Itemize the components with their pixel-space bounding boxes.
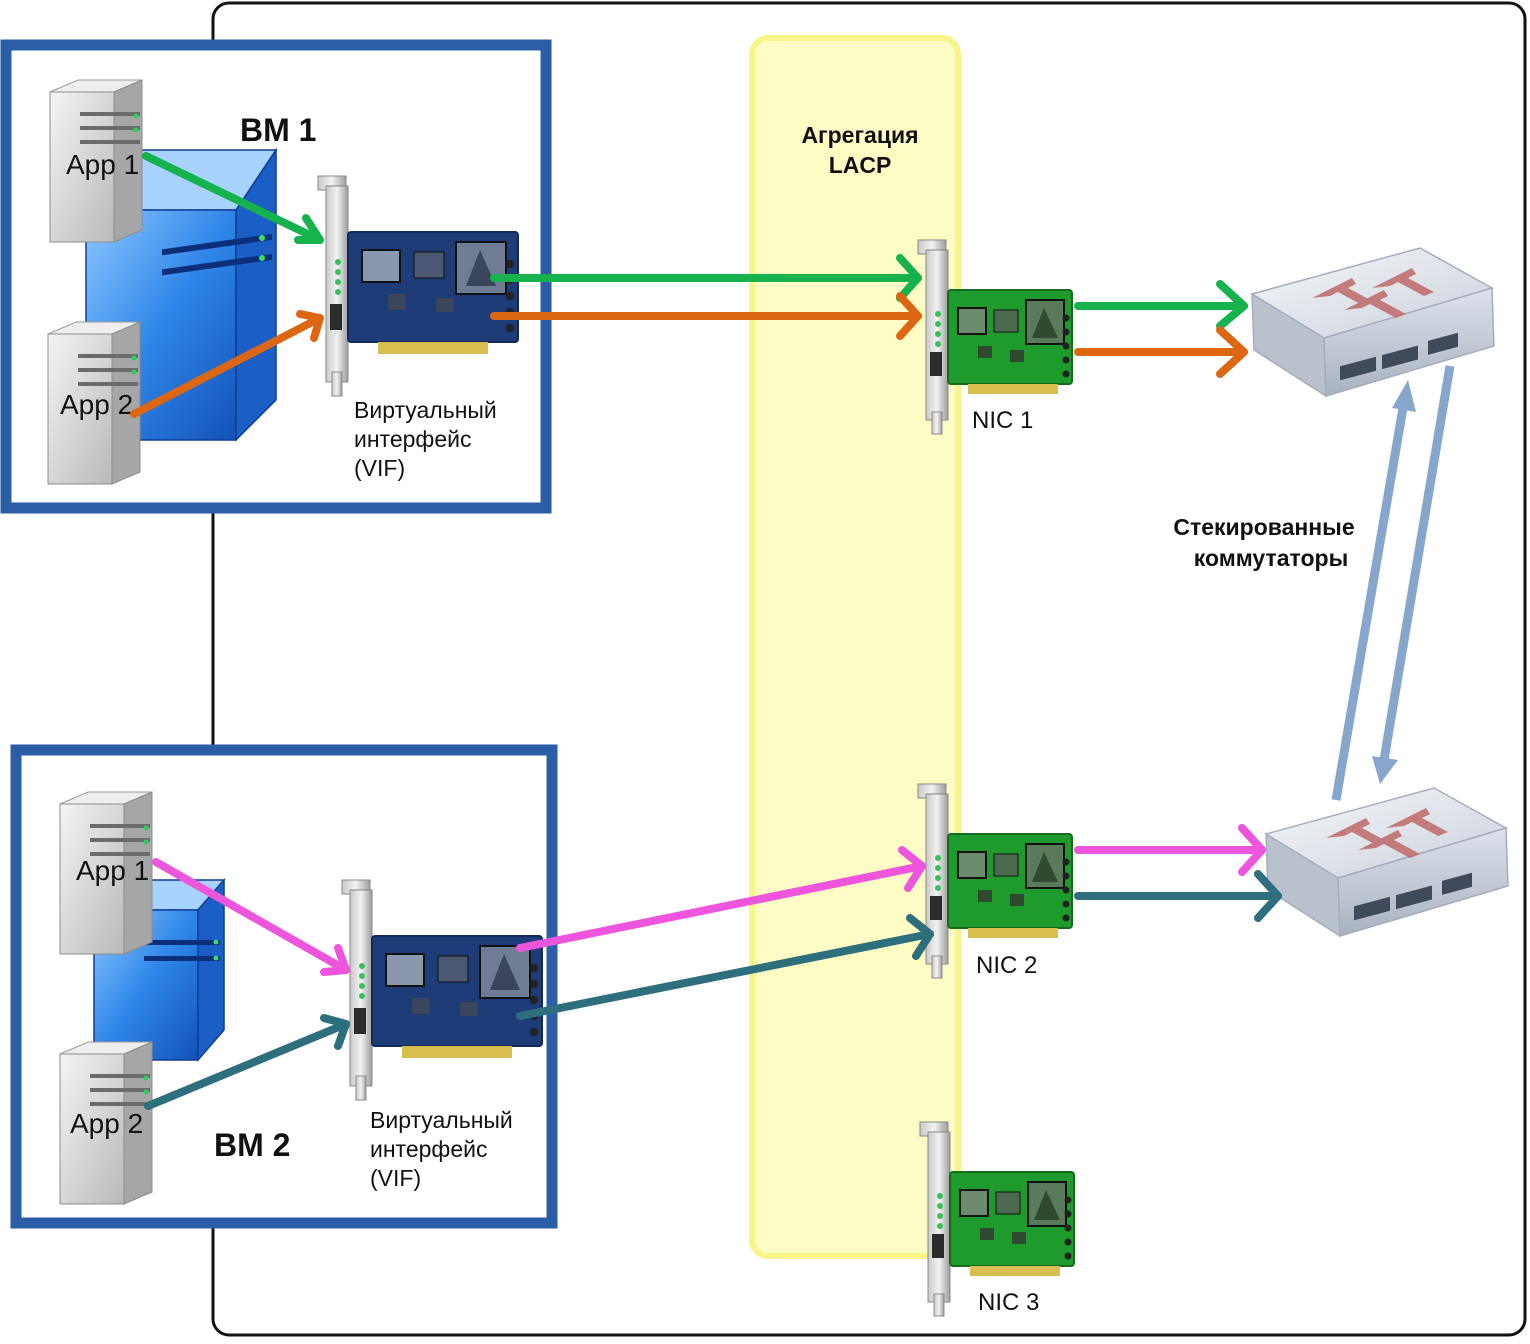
vm1-orange-flow-arrow — [130, 292, 1248, 418]
svg-text:(VIF): (VIF) — [370, 1165, 421, 1191]
stacked-switches-label: Стекированные коммутаторы — [1173, 514, 1354, 571]
vm2-app1-label: App 1 — [76, 855, 149, 886]
svg-text:Стекированные: Стекированные — [1173, 514, 1354, 540]
vm2-vif-label: Виртуальный интерфейс (VIF) — [370, 1107, 513, 1191]
vm1-title: ВМ 1 — [240, 112, 316, 148]
stack-link-down-arrow — [1372, 365, 1455, 784]
nic1-label: NIC 1 — [972, 407, 1033, 434]
vm1-vif-label: Виртуальный интерфейс (VIF) — [354, 397, 497, 481]
vm2-app2-label: App 2 — [70, 1108, 143, 1139]
svg-text:Виртуальный: Виртуальный — [370, 1107, 513, 1133]
svg-text:коммутаторы: коммутаторы — [1194, 545, 1349, 571]
nic2-label: NIC 2 — [976, 952, 1037, 979]
svg-text:интерфейс: интерфейс — [370, 1136, 487, 1162]
lacp-aggregation-band — [749, 35, 961, 1259]
vm1-app1-label: App 1 — [66, 149, 139, 180]
vm1-green-flow-arrow — [142, 152, 1248, 330]
svg-text:Агрегация: Агрегация — [801, 122, 918, 148]
vm1-app2-label: App 2 — [60, 389, 133, 420]
stack-link-up-arrow — [1331, 380, 1416, 801]
vm2-title: ВМ 2 — [214, 1127, 290, 1163]
nic3-label: NIC 3 — [978, 1289, 1039, 1316]
svg-text:интерфейс: интерфейс — [354, 426, 471, 452]
svg-text:(VIF): (VIF) — [354, 455, 405, 481]
svg-text:Виртуальный: Виртуальный — [354, 397, 497, 423]
vm2-teal-flow-arrow — [144, 870, 1282, 1110]
lacp-label: Агрегация LACP — [801, 122, 918, 178]
svg-text:LACP: LACP — [829, 152, 892, 178]
vm2-magenta-flow-arrow — [152, 824, 1266, 976]
